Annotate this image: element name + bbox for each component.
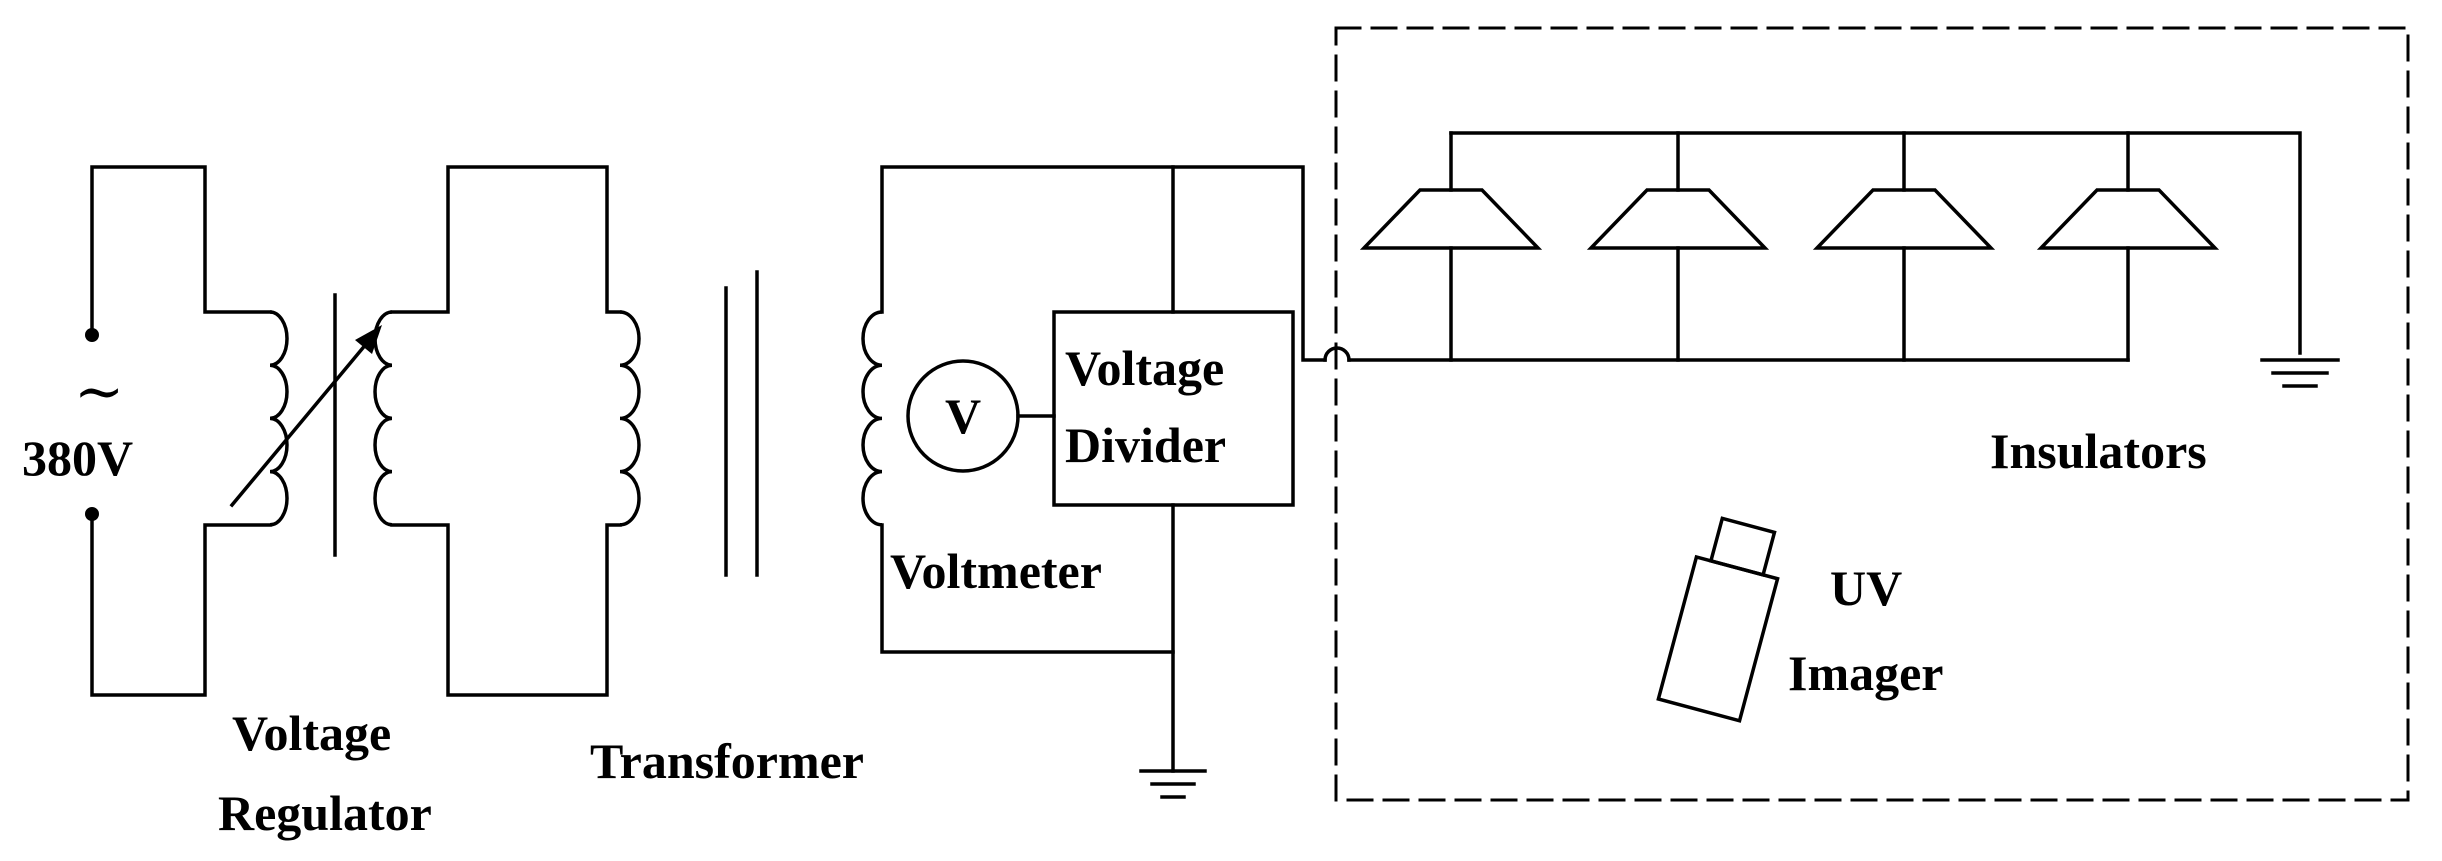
regulator-wire-bottom [390,523,622,697]
lv-return-wire [880,523,1175,654]
voltage-regulator-label-line2: Regulator [218,785,432,841]
hv-wire-top [880,165,1327,362]
bus-crossover-hop [1323,346,1351,362]
ac-source: ~ 380V [22,165,272,697]
voltmeter-label: Voltmeter [890,543,1102,599]
source-terminal-top [85,328,99,342]
transformer-primary-coil [619,310,641,527]
voltage-regulator-label-line1: Voltage [232,705,391,761]
measurement-section: Voltage Divider V Voltmeter [880,165,1327,799]
ac-symbol: ~ [74,357,124,427]
transformer-secondary-coil [861,310,883,527]
source-terminal-bottom [85,507,99,521]
source-voltage-label: 380V [22,430,133,486]
insulators-label: Insulators [1990,423,2207,479]
insulator-3 [1812,131,1996,362]
regulator-adjust-arrow [229,334,375,508]
uv-imager-icon [1656,516,1780,723]
regulator-wire-top [390,165,622,314]
source-wire-top [90,165,272,337]
insulator-4 [2036,131,2220,362]
insulator-top-bus [1449,131,2302,355]
ground-symbol-divider [1139,769,1207,799]
test-area-boundary [1334,26,2410,802]
uv-imager-label-line1: UV [1830,560,1902,616]
regulator-arrowhead [355,325,382,354]
regulator-primary-coil [269,310,289,527]
insulator-1 [1359,131,1543,362]
voltage-divider-label-line1: Voltage [1065,340,1224,396]
uv-imager: UV Imager [1656,516,1944,723]
source-wire-bottom [90,512,272,697]
voltmeter-letter: V [945,388,981,444]
insulator-array: Insulators [1323,131,2340,479]
voltage-divider-box [1052,310,1295,507]
transformer-label: Transformer [590,733,864,789]
voltage-regulator: Voltage Regulator [218,165,622,841]
uv-imager-label-line2: Imager [1788,645,1944,701]
insulator-2 [1586,131,1770,362]
voltage-divider-label-line2: Divider [1065,417,1226,473]
ground-symbol-insulators [2260,358,2340,388]
regulator-secondary-coil [373,310,393,527]
transformer: Transformer [590,270,883,789]
